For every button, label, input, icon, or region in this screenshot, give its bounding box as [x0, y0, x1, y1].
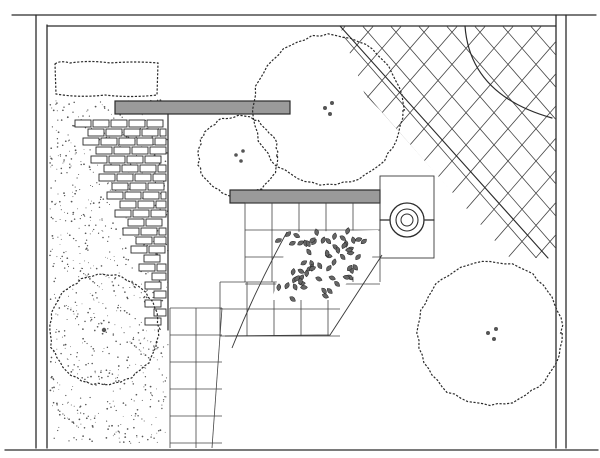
tree-left [49, 273, 162, 386]
mid-bench [229, 189, 381, 204]
water-feature [379, 175, 435, 259]
brick-wall [74, 119, 167, 326]
planting-bed [272, 227, 378, 302]
tree-top-center [251, 33, 406, 186]
tree-mid-left [196, 114, 279, 198]
top-bench [114, 100, 291, 115]
hedge-planter [54, 60, 159, 98]
tree-right [416, 260, 564, 407]
